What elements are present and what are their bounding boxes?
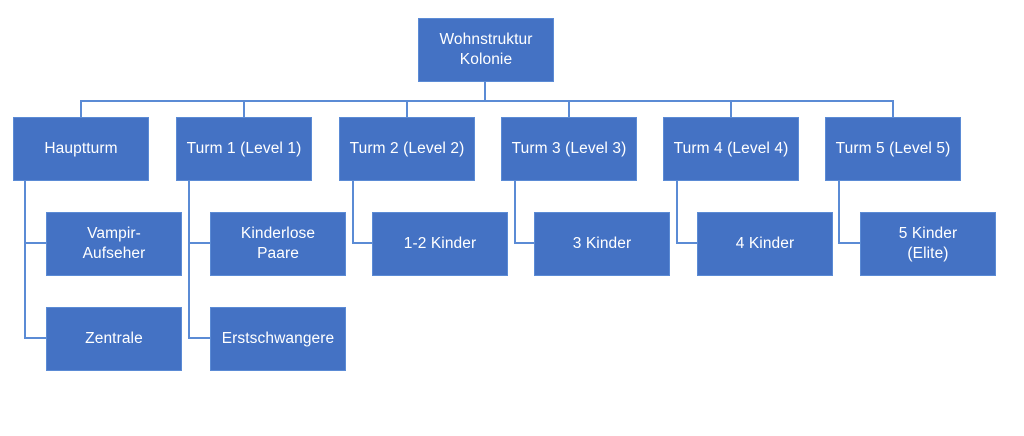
connector-branch-t1-child-2	[188, 337, 211, 339]
node-main-child-1-label: Vampir- Aufseher	[82, 225, 146, 262]
connector-root-stem	[484, 82, 486, 102]
node-t1-child-2[interactable]: Erstschwangere	[210, 307, 346, 371]
node-tower-5[interactable]: Turm 5 (Level 5)	[825, 117, 961, 181]
node-tower-main-label: Hauptturm	[44, 140, 118, 158]
node-root-label: Wohnstruktur Kolonie	[439, 31, 533, 68]
connector-spine-tower-3	[514, 180, 516, 244]
connector-branch-t5-child-1	[838, 242, 861, 244]
node-tower-1[interactable]: Turm 1 (Level 1)	[176, 117, 312, 181]
connector-bus	[80, 100, 894, 102]
node-t1-child-2-label: Erstschwangere	[221, 330, 335, 348]
connector-branch-t1-child-1	[188, 242, 211, 244]
node-tower-4[interactable]: Turm 4 (Level 4)	[663, 117, 799, 181]
node-tower-4-label: Turm 4 (Level 4)	[673, 140, 789, 158]
node-main-child-1[interactable]: Vampir- Aufseher	[46, 212, 182, 276]
node-t2-child-1[interactable]: 1-2 Kinder	[372, 212, 508, 276]
connector-branch-t2-child-1	[352, 242, 373, 244]
node-main-child-2-label: Zentrale	[85, 330, 143, 348]
connector-branch-main-child-2	[24, 337, 47, 339]
node-main-child-2[interactable]: Zentrale	[46, 307, 182, 371]
node-t1-child-1[interactable]: Kinderlose Paare	[210, 212, 346, 276]
connector-drop-tower-3	[568, 100, 570, 117]
node-t5-child-1-label: 5 Kinder (Elite)	[898, 225, 958, 262]
connector-spine-tower-main	[24, 180, 26, 339]
connector-drop-tower-2	[406, 100, 408, 117]
connector-spine-tower-1	[188, 180, 190, 339]
node-tower-main[interactable]: Hauptturm	[13, 117, 149, 181]
connector-spine-tower-2	[352, 180, 354, 244]
node-tower-2[interactable]: Turm 2 (Level 2)	[339, 117, 475, 181]
connector-branch-main-child-1	[24, 242, 47, 244]
node-t5-child-1[interactable]: 5 Kinder (Elite)	[860, 212, 996, 276]
connector-spine-tower-4	[676, 180, 678, 244]
node-t4-child-1-label: 4 Kinder	[735, 235, 795, 253]
node-t4-child-1[interactable]: 4 Kinder	[697, 212, 833, 276]
node-tower-1-label: Turm 1 (Level 1)	[186, 140, 302, 158]
connector-drop-tower-4	[730, 100, 732, 117]
node-t2-child-1-label: 1-2 Kinder	[403, 235, 477, 253]
connector-drop-tower-1	[243, 100, 245, 117]
node-t1-child-1-label: Kinderlose Paare	[240, 225, 316, 262]
node-tower-5-label: Turm 5 (Level 5)	[835, 140, 951, 158]
connector-branch-t3-child-1	[514, 242, 535, 244]
node-tower-3-label: Turm 3 (Level 3)	[511, 140, 627, 158]
node-t3-child-1[interactable]: 3 Kinder	[534, 212, 670, 276]
node-tower-2-label: Turm 2 (Level 2)	[349, 140, 465, 158]
connector-drop-tower-main	[80, 100, 82, 117]
node-root[interactable]: Wohnstruktur Kolonie	[418, 18, 554, 82]
node-tower-3[interactable]: Turm 3 (Level 3)	[501, 117, 637, 181]
connector-branch-t4-child-1	[676, 242, 698, 244]
node-t3-child-1-label: 3 Kinder	[572, 235, 632, 253]
connector-drop-tower-5	[892, 100, 894, 117]
connector-spine-tower-5	[838, 180, 840, 244]
